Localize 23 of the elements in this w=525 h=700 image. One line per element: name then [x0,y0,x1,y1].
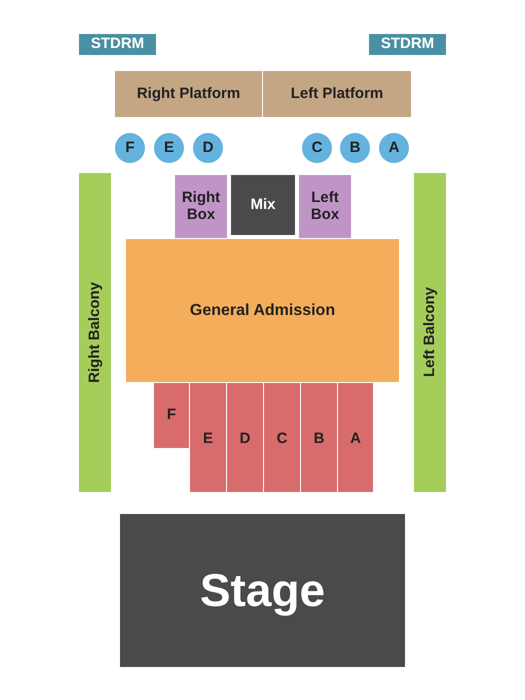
seat-circle: C [302,133,332,163]
seating-section: E [190,383,226,492]
section-label-block: STDRM [79,34,156,55]
general-admission-area: General Admission [126,239,399,382]
box-section: Right Box [175,175,227,238]
seating-section: C [264,383,300,492]
stage: Stage [120,514,405,667]
balcony-section: Left Balcony [414,173,446,492]
seat-circle: A [379,133,409,163]
seat-circle: B [340,133,370,163]
platform-section: Left Platform [263,71,411,117]
seat-circle: D [193,133,223,163]
seat-circle: E [154,133,184,163]
seating-section: B [301,383,337,492]
mix-booth: Mix [231,175,295,235]
seat-circle: F [115,133,145,163]
section-label-block: STDRM [369,34,446,55]
platform-section: Right Platform [115,71,262,117]
balcony-section: Right Balcony [79,173,111,492]
seating-section: F [154,383,189,448]
seating-section: A [338,383,373,492]
box-section: Left Box [299,175,351,238]
seating-section: D [227,383,263,492]
